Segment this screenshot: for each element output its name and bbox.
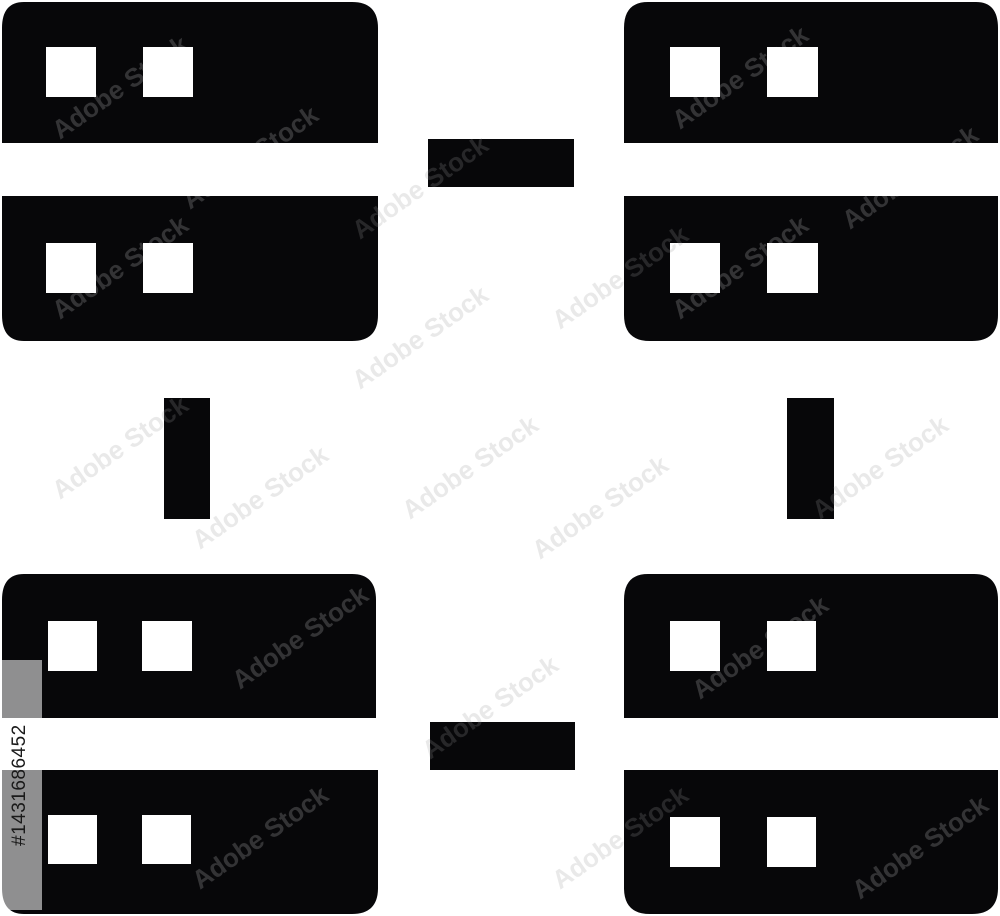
server-unit-bottom <box>624 196 998 341</box>
server-unit-top <box>624 2 998 143</box>
server-unit-top <box>2 574 376 718</box>
connector-bottom-horizontal <box>430 722 575 770</box>
server-unit-bottom <box>2 196 378 341</box>
watermark-tile: Adobe Stock <box>526 449 674 565</box>
server-unit-top <box>624 574 998 718</box>
server-top-left <box>2 2 378 341</box>
connector-left-vertical <box>164 398 210 519</box>
server-bottom-right <box>624 574 998 914</box>
stock-id-label: #1431686452 <box>2 660 42 910</box>
connector-right-vertical <box>787 398 834 519</box>
server-top-right <box>624 2 998 341</box>
watermark-tile: Adobe Stock <box>396 409 544 525</box>
connector-top-horizontal <box>428 139 574 187</box>
server-bottom-left <box>2 574 378 914</box>
server-unit-top <box>2 2 378 143</box>
server-unit-bottom <box>2 770 378 914</box>
server-unit-bottom <box>624 770 998 914</box>
